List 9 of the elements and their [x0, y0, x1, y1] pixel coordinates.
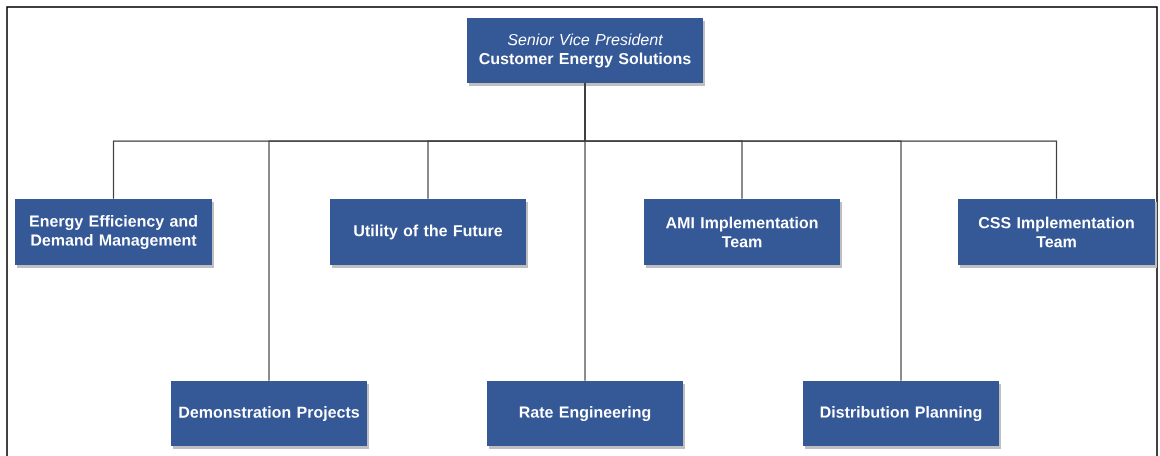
connector: [584, 82, 1058, 200]
department-box: Utility of the Future: [330, 199, 528, 268]
department-box: CSS Implementation Team: [958, 199, 1157, 268]
title-box: Senior Vice President Customer Energy Solutions: [467, 18, 705, 86]
department-box: Energy Efficiency and Demand Management: [15, 199, 214, 268]
department-box: AMI Implementation Team: [644, 199, 842, 268]
department-box: Distribution Planning: [803, 381, 1001, 449]
department-box: Rate Engineering: [487, 381, 685, 449]
department-box: Demonstration Projects: [171, 381, 369, 449]
